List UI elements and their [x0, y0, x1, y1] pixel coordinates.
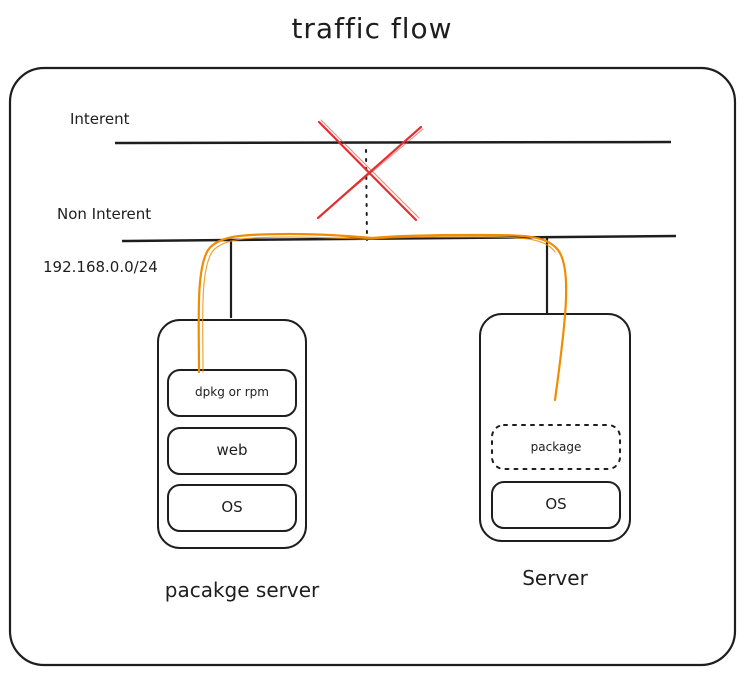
non-internet-line [121, 234, 677, 243]
internet-line [114, 140, 672, 145]
layer-dpkg-label: dpkg or rpm [195, 385, 269, 399]
layer-server-os-box [491, 481, 621, 529]
server-box [479, 313, 631, 542]
package-server-box [157, 319, 307, 549]
blocked-link-dotted-line [365, 149, 368, 241]
package-server-label: pacakge server [164, 578, 320, 602]
layer-web-label: web [216, 441, 248, 459]
non-internet-label: Non Interent [57, 205, 152, 223]
server-label: Server [522, 566, 588, 590]
red-x-icon [316, 119, 424, 222]
layer-server-os-label: OS [545, 495, 567, 513]
layer-package-label: package [530, 440, 582, 454]
outer-frame [8, 66, 737, 667]
subnet-label: 192.168.0.0/24 [43, 258, 158, 276]
internet-label: Interent [70, 110, 130, 128]
traffic-flow-path [197, 232, 568, 402]
layer-dpkg-box [167, 369, 297, 417]
diagram-title: traffic flow [291, 12, 453, 45]
layer-os-box [167, 484, 297, 532]
layer-web-box [167, 427, 297, 475]
layer-os-label: OS [221, 498, 243, 516]
